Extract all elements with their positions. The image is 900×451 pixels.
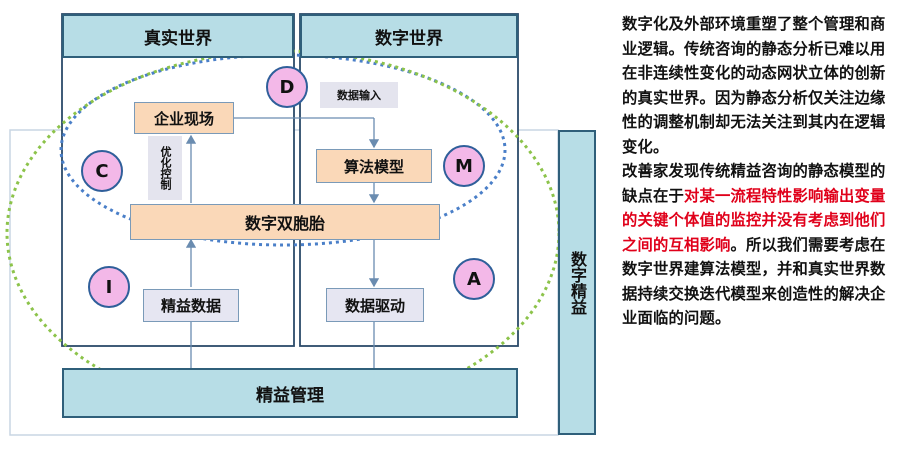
digital-lean-header: 数字精益 bbox=[558, 130, 596, 435]
circle-a: A bbox=[453, 258, 495, 300]
paragraph-1: 数字化及外部环境重塑了整个管理和商业逻辑。传统咨询的静态分析已难以用在非连续性变… bbox=[622, 15, 886, 156]
paragraph-2-end: 。所以我们需要考虑在数字世界建算法模型，并和真实世界数据持续交换迭代模型来创造性… bbox=[622, 235, 886, 328]
optimize-control-label: 优化控制 bbox=[148, 136, 182, 200]
enterprise-site-box: 企业现场 bbox=[134, 102, 234, 134]
data-input-label: 数据输入 bbox=[320, 82, 398, 108]
circle-d: D bbox=[266, 66, 308, 108]
blue-dotted-ellipse bbox=[59, 53, 507, 247]
lean-data-box: 精益数据 bbox=[143, 289, 239, 322]
paragraph-2: 改善家发现传统精益咨询的静态模型的缺点在于对某一流程特性影响输出变量的关键个体值… bbox=[622, 159, 892, 331]
digital-lean-diagram: 真实世界 数字世界 数字精益 精益管理 企业现场 算法模型 数字双胞胎 精益数据… bbox=[5, 13, 596, 436]
digital-world-header: 数字世界 bbox=[300, 14, 518, 58]
data-driven-box: 数据驱动 bbox=[326, 288, 424, 322]
real-world-header: 真实世界 bbox=[62, 14, 294, 58]
paragraph-2-start: 改善家发现传统精益咨询的静态模型的缺点在于 bbox=[622, 162, 886, 205]
lean-management-header: 精益管理 bbox=[62, 368, 518, 418]
circle-i: I bbox=[88, 266, 130, 308]
description-text-panel: 数字化及外部环境重塑了整个管理和商业逻辑。传统咨询的静态分析已难以用在非连续性变… bbox=[622, 12, 892, 331]
circle-c: C bbox=[81, 150, 123, 192]
digital-twin-box: 数字双胞胎 bbox=[130, 204, 440, 240]
paragraph-2-highlight: 对某一流程特性影响输出变量的关键个体值的监控并没有考虑到他们之间的互相影响 bbox=[622, 186, 886, 254]
circle-m: M bbox=[443, 145, 485, 187]
algorithm-model-box: 算法模型 bbox=[316, 149, 432, 183]
